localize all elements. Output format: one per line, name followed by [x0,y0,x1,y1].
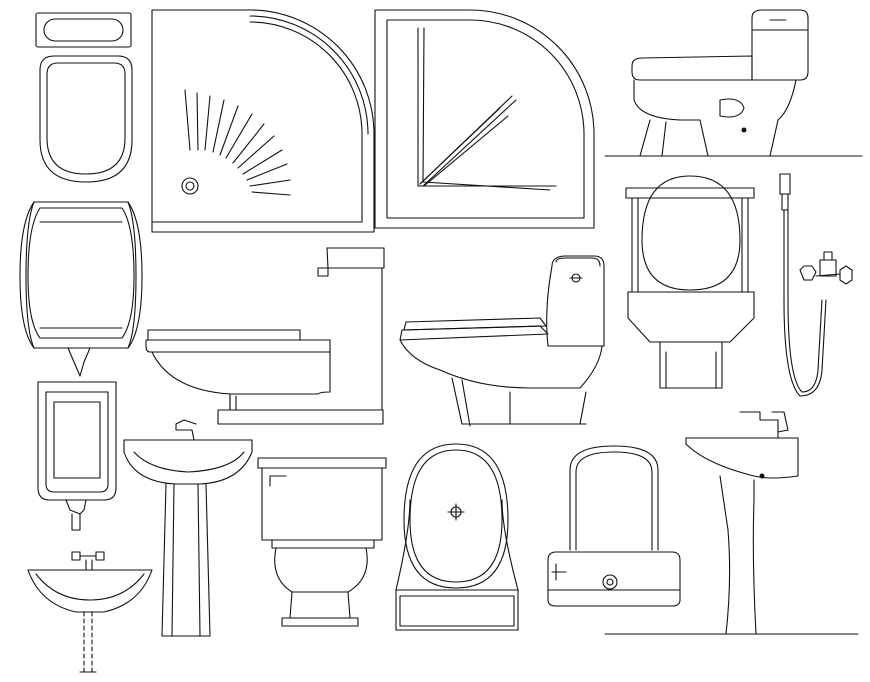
toilet-tank-front [257,457,387,627]
toilet-front-elevation [625,175,755,389]
toilet-seat-tank-front [547,445,681,607]
oval-toilet-plan [395,443,519,631]
pedestal-basin-side [604,411,859,635]
urinal-front [19,201,143,377]
small-urinal-front [37,381,117,531]
wall-basin-front [27,551,153,673]
small-mirror-plan [35,12,132,48]
close-coupled-toilet-side [145,247,385,425]
one-piece-toilet-side [604,9,863,157]
pedestal-basin-front [123,419,253,637]
toilet-seat-plan [39,55,133,183]
modern-toilet-side [399,255,605,427]
corner-shower-plan [374,9,595,229]
corner-shower-tray-plan [151,9,375,233]
hand-shower [779,173,853,397]
